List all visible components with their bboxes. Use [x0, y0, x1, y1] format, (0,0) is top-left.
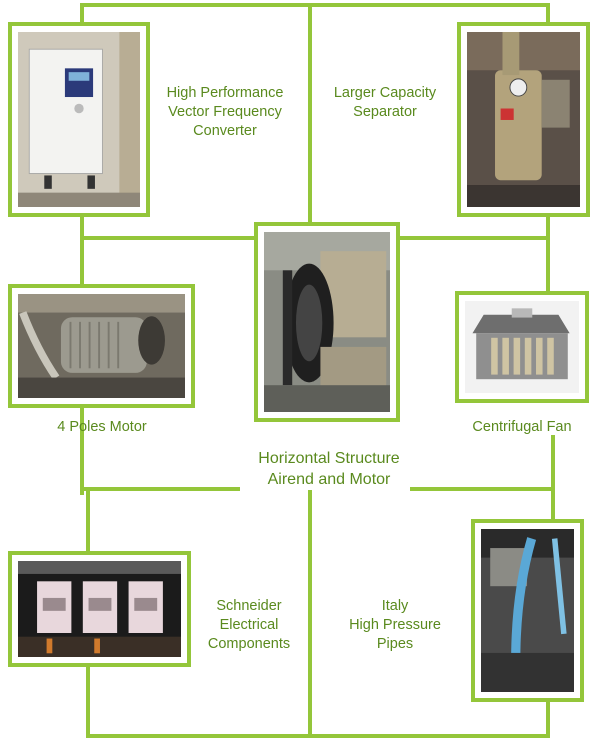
- electrical-photo-frame: [8, 551, 191, 667]
- electrical-label: Schneider Electrical Components: [195, 597, 303, 654]
- separator-label: Larger Capacity Separator: [320, 84, 450, 122]
- contactor-panel-photo: [18, 561, 181, 657]
- electrical-line-3: Components: [207, 636, 291, 652]
- electrical-line-2: Electrical: [219, 617, 279, 633]
- converter-line-1: High Performance: [166, 85, 284, 101]
- fan-label: Centrifugal Fan: [452, 418, 592, 437]
- pipes-photo-frame: [471, 519, 584, 702]
- airend-belt-drive-photo: [264, 232, 390, 412]
- motor-photo-frame: [8, 284, 195, 408]
- pipes-line-3: Pipes: [376, 636, 414, 652]
- converter-label: High Performance Vector Frequency Conver…: [150, 84, 300, 141]
- high-pressure-pipes-photo: [481, 529, 574, 692]
- centrifugal-fan-photo: [465, 301, 579, 393]
- airend-label: Horizontal Structure Airend and Motor: [236, 448, 422, 490]
- electrical-line-1: Schneider: [216, 598, 282, 614]
- airend-line-2: Airend and Motor: [267, 471, 391, 488]
- pipes-label: Italy High Pressure Pipes: [335, 597, 455, 654]
- converter-photo-frame: [8, 22, 150, 217]
- separator-tank-photo: [467, 32, 580, 207]
- pipes-line-2: High Pressure: [349, 617, 441, 633]
- separator-photo-frame: [457, 22, 590, 217]
- electric-motor-photo: [18, 294, 185, 398]
- converter-line-2: Vector Frequency: [168, 104, 282, 120]
- motor-line-1: 4 Poles Motor: [57, 419, 147, 435]
- airend-photo-frame: [254, 222, 400, 422]
- pipes-line-1: Italy: [381, 598, 409, 614]
- fan-photo-frame: [455, 291, 589, 403]
- motor-label: 4 Poles Motor: [22, 418, 182, 437]
- fan-line-1: Centrifugal Fan: [472, 419, 572, 435]
- separator-line-1: Larger Capacity: [333, 85, 437, 101]
- separator-line-2: Separator: [353, 104, 417, 120]
- airend-line-1: Horizontal Structure: [258, 450, 400, 467]
- vector-frequency-converter-photo: [18, 32, 140, 207]
- converter-line-3: Converter: [193, 123, 257, 139]
